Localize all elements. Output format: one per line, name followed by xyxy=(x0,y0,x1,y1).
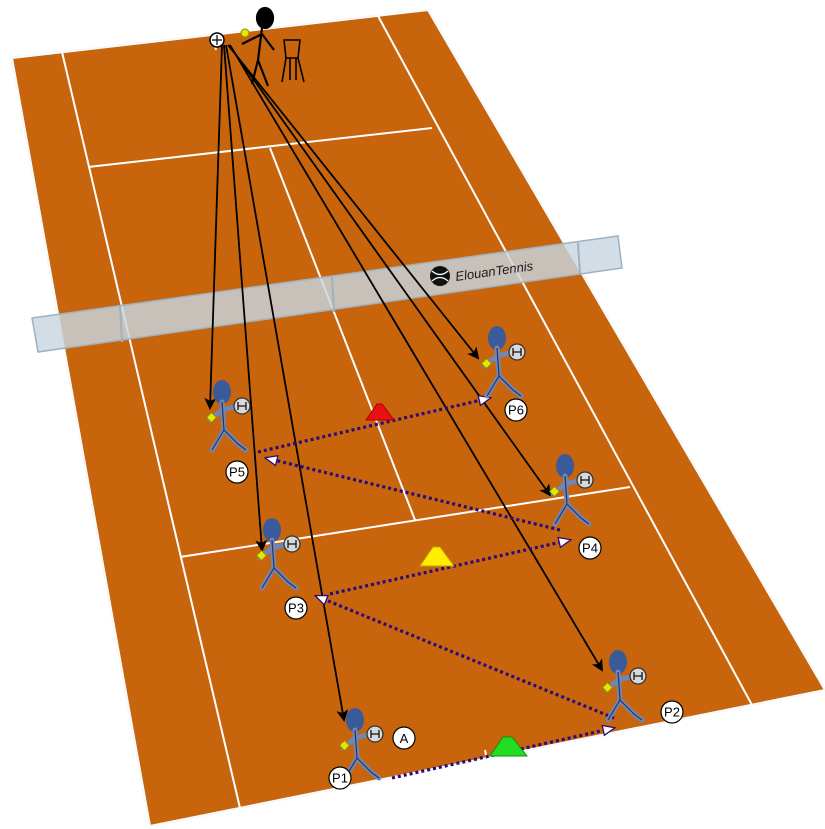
feed-arrow-to-p1 xyxy=(225,44,349,722)
player-label: P2 xyxy=(664,705,680,720)
player-figure-icon xyxy=(255,518,301,591)
player-label: P5 xyxy=(229,465,245,480)
net-band xyxy=(31,235,623,353)
player-label: P6 xyxy=(508,403,524,418)
player-figure-icon xyxy=(548,454,594,527)
feed-arrow-to-p3 xyxy=(223,44,268,552)
coach xyxy=(209,6,305,87)
player-p5: P5 xyxy=(205,380,251,484)
feed-arrow-to-p6 xyxy=(227,44,480,360)
tennis-ball-logo-icon xyxy=(430,266,450,286)
center-service-line xyxy=(269,147,416,521)
player-label: P4 xyxy=(582,541,598,556)
player-p3: P3 xyxy=(255,518,308,620)
ball-path-p5-to-p6 xyxy=(257,398,490,454)
player-p2: P2 xyxy=(601,650,684,724)
net-post-center xyxy=(331,275,335,313)
player-label-badge: P4 xyxy=(578,536,602,560)
near-service-line xyxy=(179,486,631,558)
player-p4: P4 xyxy=(548,454,602,560)
player-label-badge: P6 xyxy=(504,398,528,422)
net-post-right xyxy=(577,242,581,275)
ball-path-p3-to-p4 xyxy=(329,540,570,596)
far-service-line xyxy=(87,127,433,168)
feed-arrow-to-p5 xyxy=(204,44,223,410)
net-post-left xyxy=(119,304,123,343)
player-label: P3 xyxy=(288,601,304,616)
net: ElouanTennis xyxy=(31,235,623,353)
coach-with-ball-basket-icon xyxy=(209,6,305,87)
tennis-court xyxy=(10,8,825,828)
singles-sideline-right xyxy=(377,15,753,706)
player-label-badge: P5 xyxy=(225,460,249,484)
player-figure-icon xyxy=(601,650,647,723)
player-label-badge: P1 xyxy=(328,766,352,790)
ball-path xyxy=(257,398,614,780)
court-outer-lines xyxy=(10,8,825,828)
near-center-mark xyxy=(484,749,488,761)
singles-sideline-left xyxy=(61,51,241,809)
player-figure-icon xyxy=(480,326,526,399)
feed-arrows xyxy=(204,44,604,722)
player-extra-label: A xyxy=(400,731,409,746)
player-figure-icon xyxy=(338,708,384,781)
player-label-badge: P2 xyxy=(660,700,684,724)
player-p1: P1 A xyxy=(328,708,416,790)
court-surface xyxy=(10,8,825,828)
cone-yellow xyxy=(419,546,455,567)
players: P1 A P2 P3 P4 P5 P6 xyxy=(205,326,684,790)
cone-green xyxy=(489,736,529,757)
feed-arrow-to-p4 xyxy=(228,44,552,497)
cone-red xyxy=(365,403,395,421)
player-figure-icon xyxy=(205,380,251,453)
ball-path-p4-to-p5 xyxy=(266,458,561,532)
ball-path-p1-to-p2 xyxy=(391,728,614,780)
player-label-badge: P3 xyxy=(284,596,308,620)
cones xyxy=(365,403,529,757)
player-label: P1 xyxy=(332,771,348,786)
feed-arrow-to-p2 xyxy=(229,44,604,672)
player-p6: P6 xyxy=(480,326,528,422)
player-extra-badge: A xyxy=(392,726,416,750)
